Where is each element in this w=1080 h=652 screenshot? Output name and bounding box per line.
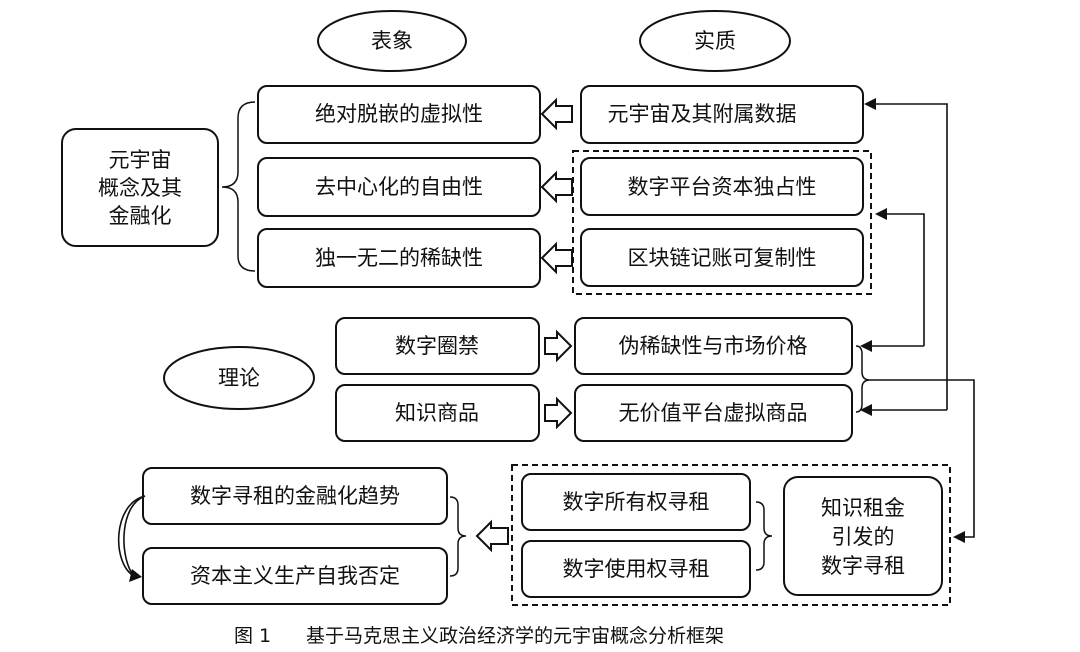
oval-surface-label: 表象 [371,29,413,53]
outcome-curved-arrowhead [129,569,142,582]
surface-item-scarcity: 独一无二的稀缺性 [257,228,541,288]
outcomes-brace [449,496,467,577]
concept-line-2: 概念及其 [98,176,182,200]
rent-source-line-1: 知识租金 [821,496,905,520]
rent-source-line-3: 数字寻租 [821,554,905,578]
caption-title: 基于马克思主义政治经济学的元宇宙概念分析框架 [306,624,724,647]
theory-valueless-virtual-commodity: 无价值平台虚拟商品 [574,384,853,442]
arrow-essence-to-surface-2 [540,170,573,204]
outcome-label: 数字寻租的金融化趋势 [190,484,400,508]
theory-left-label: 数字圈禁 [395,334,479,358]
outcome-curved-arrow-inner [123,495,146,577]
surface-item-label: 去中心化的自由性 [315,175,483,199]
surface-item-virtuality: 绝对脱嵌的虚拟性 [257,85,541,144]
rent-ownership: 数字所有权寻租 [521,473,751,531]
arrow-rent-to-outcomes [475,519,509,553]
arrowhead-to-essence-group [875,208,887,220]
oval-surface: 表象 [317,10,467,72]
connector-to-rent-source [870,379,975,538]
rent-items-brace [755,501,773,571]
theory-right-label: 伪稀缺性与市场价格 [619,334,808,358]
essence-item-label: 区块链记账可复制性 [628,246,817,270]
arrow-enclosure-to-pseudo-scarcity [544,329,573,363]
concept-line-3: 金融化 [109,204,172,228]
outcome-label: 资本主义生产自我否定 [190,564,400,588]
arrow-knowledge-to-virtual-commodity [544,396,573,430]
outcome-curved-arrow [117,495,146,577]
outcome-self-negation: 资本主义生产自我否定 [142,547,448,605]
theory-pseudo-scarcity-price: 伪稀缺性与市场价格 [574,317,853,375]
caption-figure-label: 图 1 [234,625,271,647]
concept-line-1: 元宇宙 [109,148,172,172]
theory-right-label: 无价值平台虚拟商品 [619,401,808,425]
essence-dashed-group [572,150,872,295]
connector-outer-loop [872,103,948,410]
essence-item-label: 数字平台资本独占性 [628,175,817,199]
digital-rent-dashed-group [511,464,951,606]
connector-inner-loop [886,213,925,346]
arrow-essence-to-surface-1 [540,97,573,131]
oval-essence-label: 实质 [694,29,736,53]
essence-item-blockchain-replicability: 区块链记账可复制性 [580,228,864,287]
rent-source-box: 知识租金 引发的 数字寻租 [783,476,943,596]
essence-item-label: 元宇宙及其附属数据 [608,102,797,126]
oval-essence: 实质 [639,10,791,72]
essence-item-platform-monopoly: 数字平台资本独占性 [580,157,864,216]
arrowhead-to-rent-source [953,531,965,543]
concept-box: 元宇宙 概念及其 金融化 [61,128,219,247]
surface-item-label: 绝对脱嵌的虚拟性 [315,102,483,126]
essence-item-metaverse-data: 元宇宙及其附属数据 [580,85,864,144]
oval-theory-label: 理论 [218,366,260,390]
arrowhead-to-virtual-commodity [860,404,872,416]
rent-item-label: 数字使用权寻租 [563,557,710,581]
theory-knowledge-commodity: 知识商品 [335,384,540,442]
rent-item-label: 数字所有权寻租 [563,490,710,514]
rent-source-line-2: 引发的 [832,525,895,549]
arrowhead-to-pseudo-scarcity [860,340,872,352]
outcome-financialization-trend: 数字寻租的金融化趋势 [142,467,448,525]
theory-digital-enclosure: 数字圈禁 [335,317,540,375]
concept-brace [221,101,256,272]
theory-left-label: 知识商品 [395,401,479,425]
arrow-essence-to-surface-3 [540,241,573,275]
oval-theory: 理论 [163,346,315,410]
surface-item-label: 独一无二的稀缺性 [315,246,483,270]
arrowhead-to-metaverse-data [864,98,876,110]
theory-right-brace [855,345,871,413]
surface-item-freedom: 去中心化的自由性 [257,157,541,217]
rent-usage: 数字使用权寻租 [521,540,751,598]
